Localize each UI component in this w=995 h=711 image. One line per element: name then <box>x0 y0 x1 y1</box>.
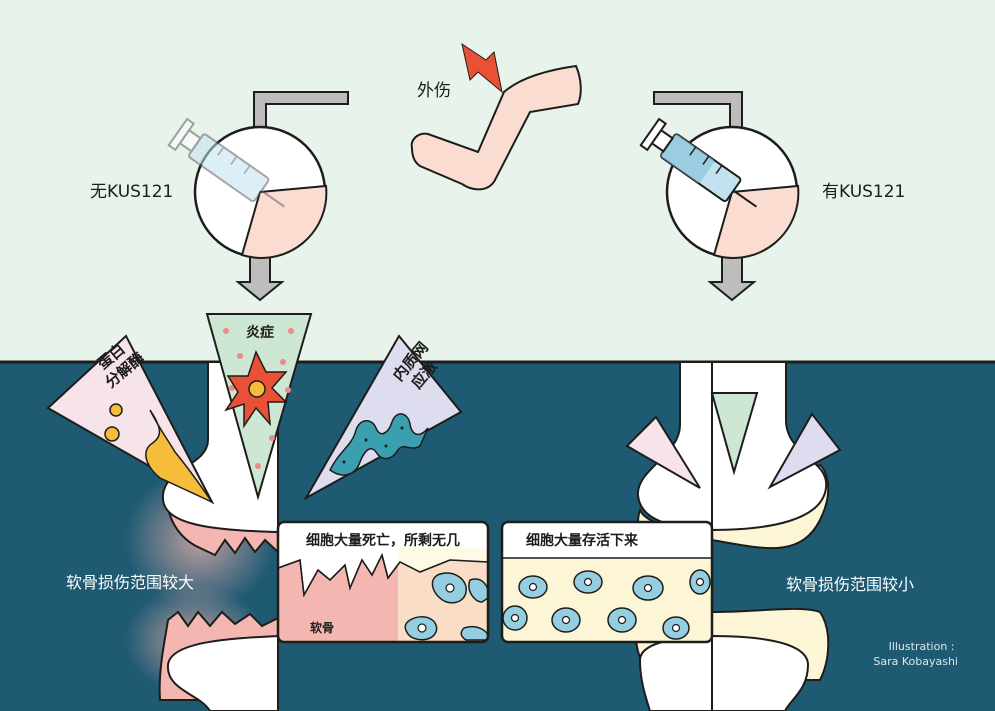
damage-small-label: 软骨损伤范围较小 <box>786 575 914 594</box>
protease-triangle: 蛋白 分解酶 <box>46 334 215 505</box>
cells-die-label: 细胞大量死亡，所剩无几 <box>306 532 460 549</box>
zoom-box-damaged: 细胞大量死亡，所剩无几 软骨 <box>276 520 490 644</box>
top-panel <box>0 0 995 362</box>
cells-survive-label: 细胞大量存活下来 <box>526 532 639 549</box>
zoom-box-protected: 细胞大量存活下来 <box>500 520 714 644</box>
er-stress-triangle-small <box>767 412 842 490</box>
cell-icon <box>404 572 488 641</box>
syringe-icon <box>167 117 285 208</box>
trauma-label: 外伤 <box>417 81 451 101</box>
arrow-down-icon <box>235 253 285 302</box>
er-stress-triangle: 内质网 应激 <box>303 334 463 501</box>
protease-triangle-small <box>625 415 701 489</box>
syringe-icon <box>639 117 757 208</box>
right-lower-bone <box>638 634 713 711</box>
without-kus-label: 无KUS121 <box>90 182 173 202</box>
left-lower-bone <box>166 634 279 711</box>
inflammation-triangle-small <box>710 392 759 476</box>
arrow-down-icon <box>707 253 757 302</box>
inflammation-label: 炎症 <box>246 324 274 341</box>
with-kus-label: 有KUS121 <box>822 182 905 202</box>
damage-large-label: 软骨损伤范围较大 <box>66 573 194 592</box>
injured-leg <box>410 42 582 191</box>
lightning-bolt-icon <box>461 42 503 94</box>
right-flow <box>639 91 800 302</box>
left-flow <box>167 91 349 302</box>
cartilage-label: 软骨 <box>310 620 334 635</box>
inflammation-triangle: 炎症 <box>205 313 313 501</box>
illustration-credit: Illustration : Sara Kobayashi <box>873 640 958 668</box>
